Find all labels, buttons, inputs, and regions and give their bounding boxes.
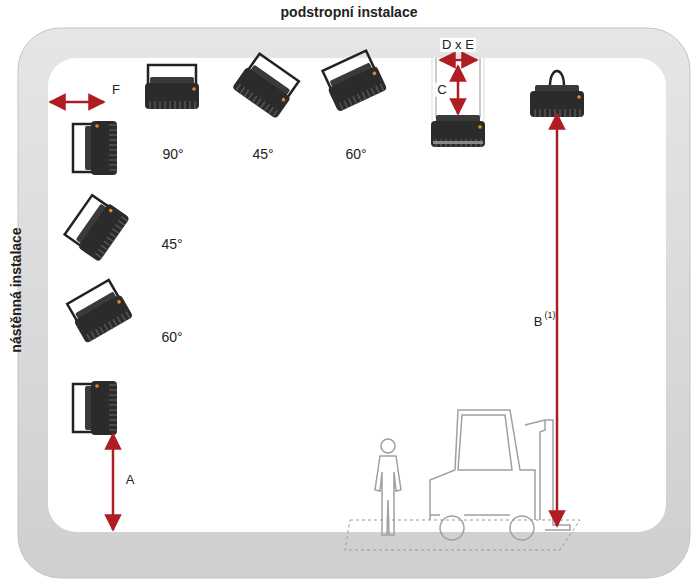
- ceiling-lamp-45: [232, 52, 301, 119]
- person-silhouette: [375, 439, 401, 535]
- wall-lamp-45: [63, 193, 130, 262]
- dimension-de: [440, 59, 477, 62]
- dimension-label: A: [124, 473, 137, 487]
- wall-lamp-low: [73, 381, 117, 435]
- dimension-label: B: [532, 315, 545, 329]
- dimension-arrows: [50, 60, 557, 530]
- dimension-b: [556, 114, 559, 526]
- section-title: podstropní instalace: [279, 5, 420, 20]
- ceiling-lamp-60: [320, 49, 388, 112]
- ceiling-lamp-90: [145, 65, 199, 109]
- forklift-outline: [430, 410, 570, 540]
- angle-label: 60°: [343, 147, 368, 162]
- wall-lamp-90: [73, 121, 117, 175]
- angle-label: 60°: [159, 330, 184, 345]
- angle-label: 90°: [160, 147, 185, 162]
- angle-label: 45°: [250, 147, 275, 162]
- dimension-label: C: [435, 83, 448, 97]
- section-title: nástěnná instalace: [9, 225, 24, 354]
- room-wall: [18, 28, 690, 578]
- angle-label: 45°: [159, 237, 184, 252]
- dimension-f: [50, 101, 104, 104]
- room-interior: [48, 58, 666, 532]
- dimension-superscript: (1): [543, 311, 558, 321]
- wall-lamp-60: [65, 279, 134, 344]
- dimension-a: [112, 434, 115, 530]
- dimension-label: F: [110, 83, 122, 97]
- dimension-c: [457, 66, 460, 114]
- hook-lamp: [530, 71, 584, 117]
- dimension-label: D x E: [440, 38, 476, 52]
- suspended-lamp: [431, 58, 485, 147]
